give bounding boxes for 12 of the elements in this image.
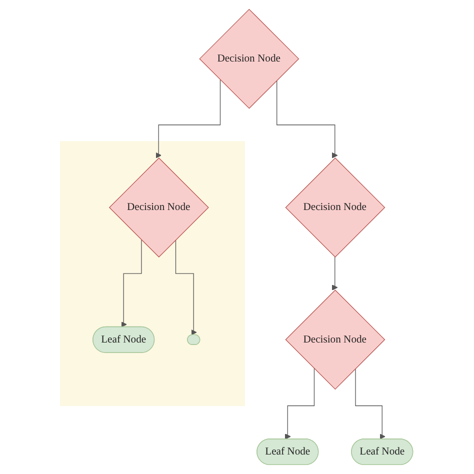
arrow [121, 240, 142, 328]
node-diamond: Decision Node [200, 8, 300, 109]
node-diamond: Decision Node [286, 158, 386, 258]
arrow [285, 368, 315, 440]
node-diamond: Decision Node [109, 158, 210, 258]
cluster [60, 141, 246, 406]
arrow [356, 368, 386, 440]
arrow [276, 80, 338, 158]
node-diamond: Decision Node [286, 290, 386, 390]
arrow [332, 256, 338, 290]
arrow [176, 240, 198, 336]
arrow [156, 79, 221, 158]
